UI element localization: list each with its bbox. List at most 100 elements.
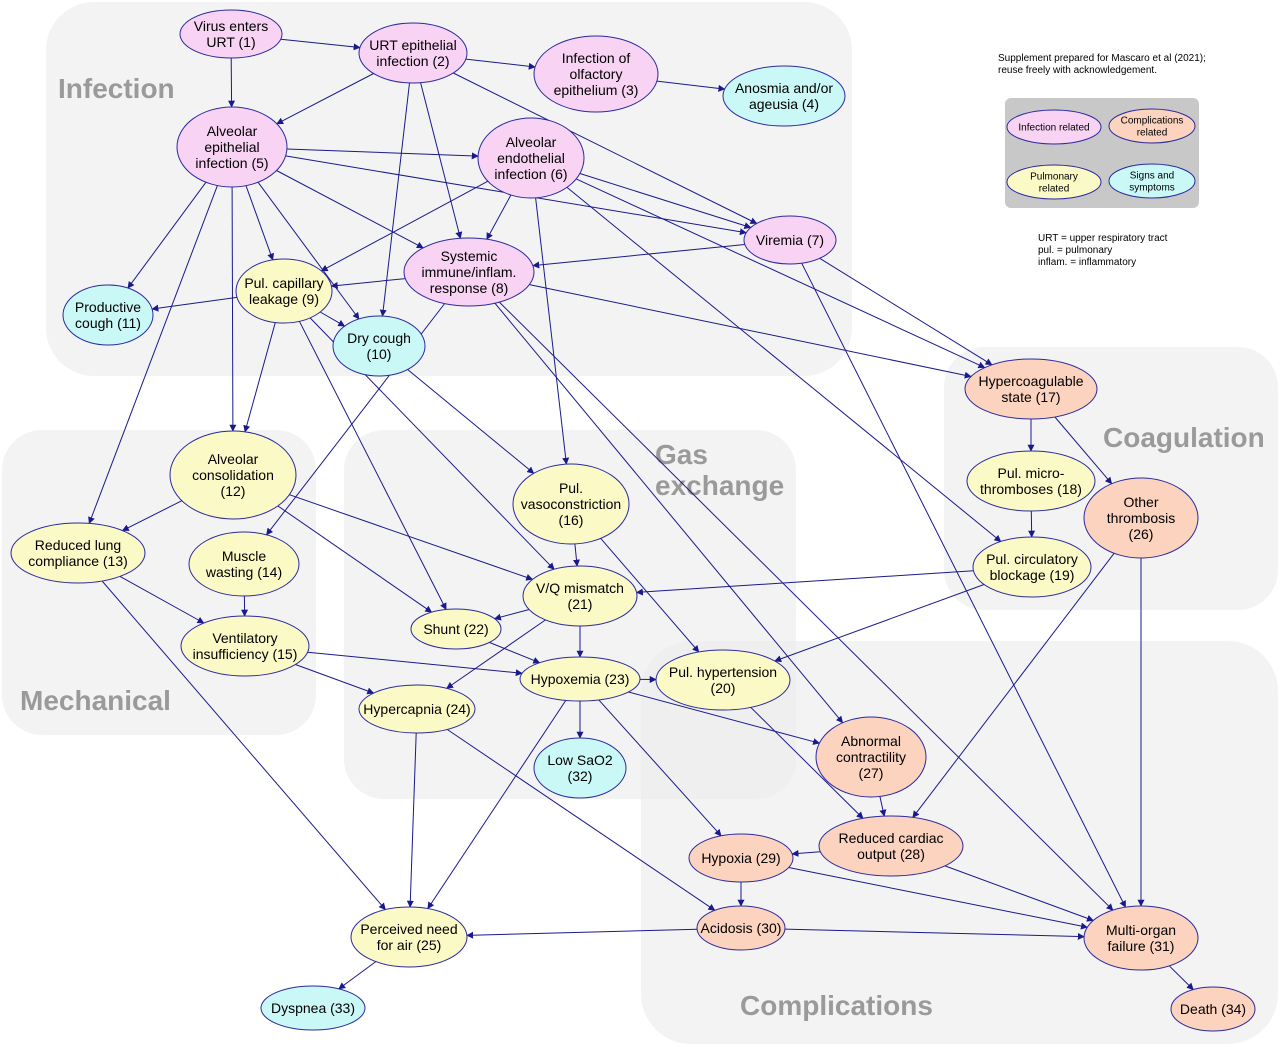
node-9-shape	[235, 258, 333, 324]
node-28-shape	[818, 815, 964, 877]
node-18-label: Pul. micro-thromboses (18)	[980, 465, 1082, 497]
node-20: Pul. hypertension(20)	[655, 649, 791, 711]
node-16-label: Pul.vasoconstriction(16)	[521, 480, 621, 528]
edge-7-to-8	[532, 244, 745, 269]
node-1-shape	[179, 9, 283, 59]
supplement-note-line-1: Supplement prepared for Mascaro et al (2…	[998, 53, 1206, 64]
edge-9-to-11	[151, 296, 238, 312]
edge-28-to-31	[944, 865, 1094, 922]
node-17-shape	[964, 358, 1098, 420]
legend-label-infection-related: Infection related	[1018, 123, 1089, 134]
edge-9-to-12	[243, 322, 276, 433]
edge-5-to-13	[88, 185, 218, 525]
edge-21-to-24	[446, 619, 546, 689]
edge-2-to-5	[276, 73, 374, 125]
node-30: Acidosis (30)	[696, 905, 786, 951]
node-21-label: V/Q mismatch(21)	[536, 580, 624, 612]
edge-7-to-31	[801, 262, 1126, 908]
edge-6-to-8	[486, 194, 512, 240]
edge-27-to-28	[879, 796, 887, 817]
region-label-mechanical: Mechanical	[20, 685, 171, 716]
node-30-shape	[696, 905, 786, 951]
node-27-shape	[815, 716, 927, 798]
legend-swatch-signs	[1108, 163, 1196, 199]
node-5-shape	[176, 106, 288, 188]
edge-23-to-29	[598, 699, 722, 837]
node-33-label: Dyspnea (33)	[271, 1000, 355, 1016]
abbreviations-note: URT = upper respiratory tract pul. = pul…	[1038, 233, 1168, 268]
edge-8-to-31	[498, 301, 1114, 911]
edge-12-to-21	[289, 494, 534, 581]
node-24-label: Hypercapnia (24)	[363, 701, 470, 717]
edge-8-to-17	[529, 284, 972, 379]
node-21: V/Q mismatch(21)	[522, 565, 638, 627]
supplement-note: Supplement prepared for Mascaro et al (2…	[998, 53, 1206, 76]
edge-21-to-22	[493, 609, 530, 621]
node-25-shape	[350, 906, 468, 968]
node-20-shape	[655, 649, 791, 711]
edge-9-to-10	[319, 311, 346, 327]
node-12-shape	[169, 430, 297, 520]
edge-6-to-17	[575, 178, 986, 369]
node-24: Hypercapnia (24)	[358, 684, 476, 734]
node-34-shape	[1170, 986, 1256, 1032]
edge-6-to-16	[535, 197, 570, 465]
edge-24-to-25	[406, 732, 417, 908]
edge-22-to-23	[489, 641, 541, 664]
edge-29-to-31	[788, 867, 1088, 930]
region-label-infection: Infection	[58, 73, 175, 104]
edge-8-to-27	[494, 302, 844, 724]
node-21-shape	[522, 565, 638, 627]
edge-5-to-12	[229, 186, 237, 432]
node-33-shape	[260, 985, 366, 1031]
node-20-label: Pul. hypertension(20)	[669, 664, 777, 696]
edge-5-to-8	[276, 170, 424, 249]
node-32-label: Low SaO2(32)	[547, 752, 613, 784]
node-29-shape	[688, 833, 794, 883]
legend-swatch-infection	[1006, 109, 1102, 145]
node-23-label: Hypoxemia (23)	[531, 671, 630, 687]
edge-2-to-7	[453, 72, 758, 224]
node-22: Shunt (22)	[410, 608, 502, 650]
node-7-label: Viremia (7)	[756, 232, 824, 248]
node-6-shape	[477, 117, 585, 199]
node-32-shape	[533, 737, 627, 799]
edge-5-to-6	[286, 148, 479, 160]
edge-2-to-10	[379, 82, 410, 317]
node-3-shape	[533, 35, 659, 113]
edge-10-to-16	[407, 369, 535, 474]
node-16: Pul.vasoconstriction(16)	[512, 463, 630, 545]
node-18: Pul. micro-thromboses (18)	[966, 450, 1096, 512]
node-7-shape	[743, 215, 837, 265]
edge-16-to-20	[600, 538, 700, 653]
node-29-label: Hypoxia (29)	[701, 850, 780, 866]
legend-swatch-complications	[1108, 108, 1196, 144]
